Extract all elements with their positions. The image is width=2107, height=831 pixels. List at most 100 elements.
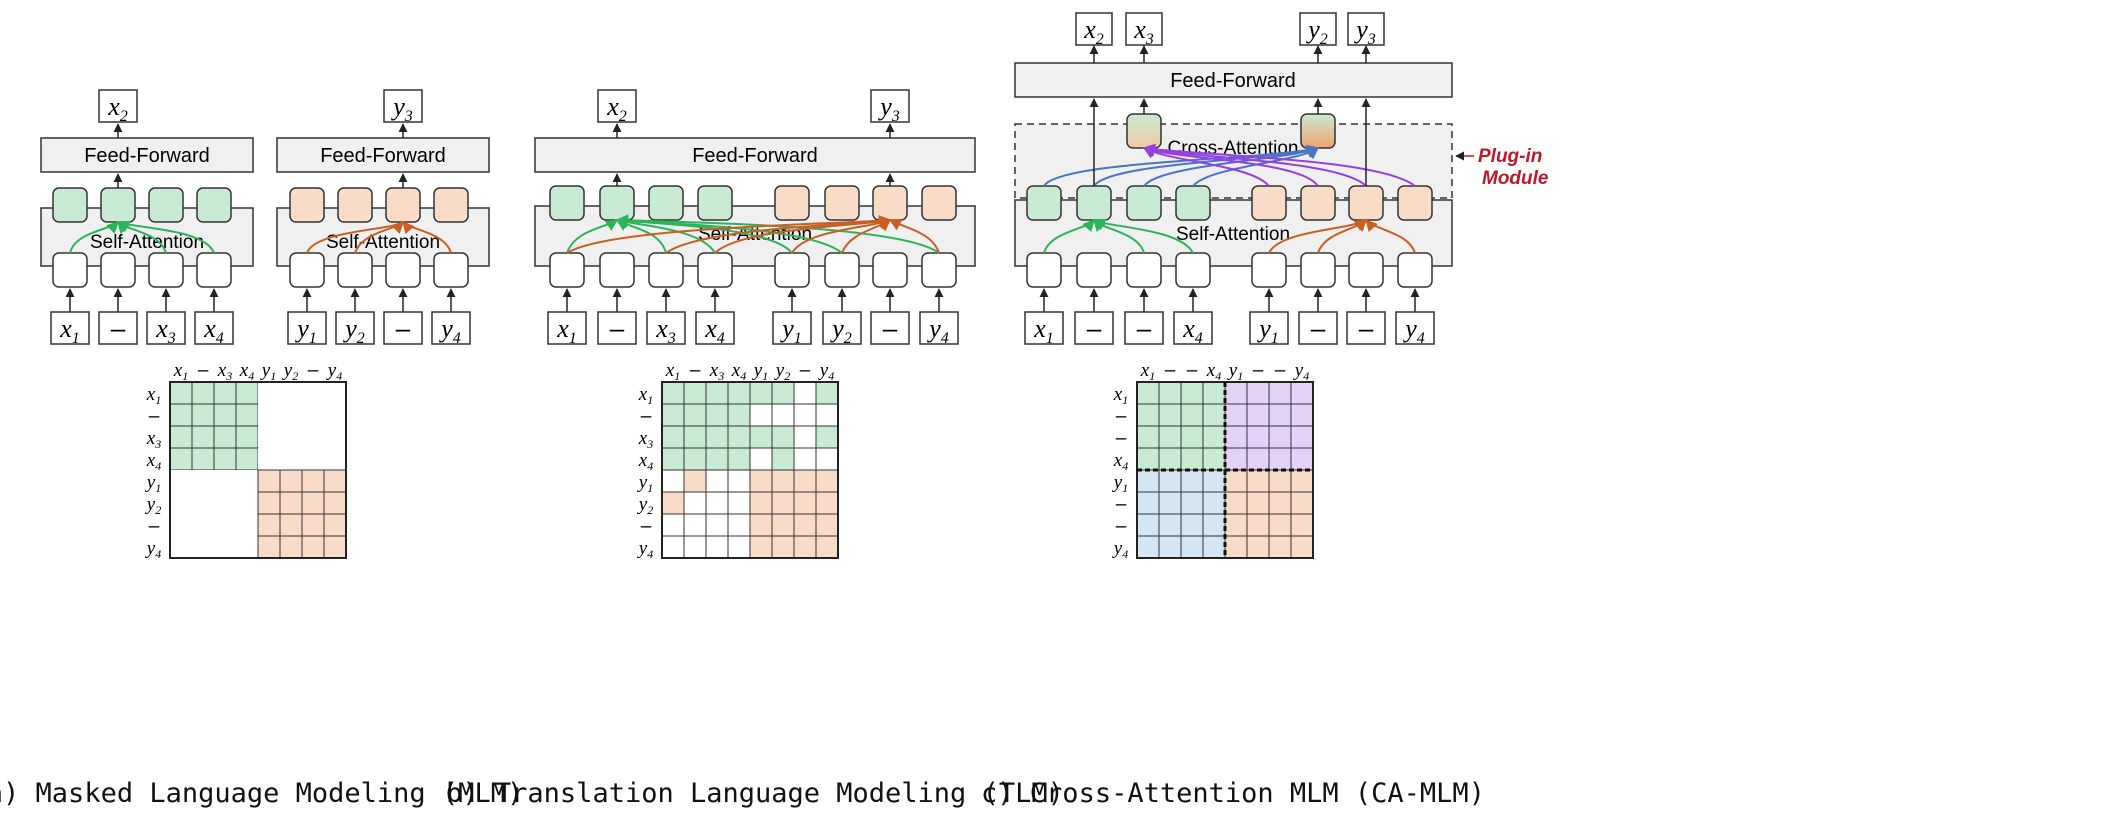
matrix-cell	[793, 491, 817, 515]
matrix-col-label: x1	[173, 360, 188, 383]
matrix-cell	[749, 535, 773, 559]
matrix-cell	[323, 491, 347, 515]
matrix-cell	[815, 491, 839, 515]
matrix-col-label: y1	[260, 360, 276, 383]
matrix-cell	[1180, 535, 1204, 559]
matrix-cell	[236, 514, 258, 536]
matrix-col-label: x3	[217, 360, 232, 383]
matrix-cell	[661, 425, 685, 449]
plugin-label: Module	[1482, 168, 1549, 189]
matrix-cell	[1202, 491, 1226, 515]
matrix-cell	[301, 513, 325, 537]
matrix-cell	[1268, 469, 1292, 493]
caption-ca-mlm: c) Cross-Attention MLM (CA-MLM)	[981, 778, 1485, 809]
matrix-cell	[323, 535, 347, 559]
matrix-row-label: y1	[1112, 472, 1128, 495]
matrix-cell	[236, 470, 258, 492]
plugin-label: Plug-in	[1478, 146, 1542, 167]
input-token: –	[111, 313, 126, 343]
matrix-row-label: y4	[1112, 538, 1128, 561]
matrix-col-label: –	[1275, 360, 1286, 381]
self-attention-label: Self-Attention	[326, 232, 440, 253]
matrix-cell	[1136, 469, 1160, 493]
matrix-cell	[192, 470, 214, 492]
matrix-cell	[1158, 381, 1182, 405]
matrix-col-label: y1	[752, 360, 768, 383]
matrix-row-label: x4	[1113, 450, 1128, 473]
matrix-cell	[324, 404, 346, 426]
matrix-row-label: x1	[638, 384, 653, 407]
matrix-cell	[1180, 513, 1204, 537]
matrix-cell	[1158, 535, 1182, 559]
matrix-row-label: x4	[638, 450, 653, 473]
caption-tlm: b) Translation Language Modeling (TLM)	[446, 778, 1064, 809]
matrix-cell	[683, 403, 707, 427]
matrix-cell	[236, 492, 258, 514]
matrix-cell	[258, 382, 280, 404]
matrix-cell	[279, 513, 303, 537]
hidden-node	[289, 187, 325, 223]
matrix-cell	[323, 513, 347, 537]
matrix-cell	[683, 381, 707, 405]
hidden-node	[100, 187, 136, 223]
matrix-cell	[324, 426, 346, 448]
matrix-cell	[214, 514, 236, 536]
matrix-cell	[793, 513, 817, 537]
matrix-cell	[1180, 381, 1204, 405]
matrix-cell	[815, 403, 839, 427]
cross-node-x	[1126, 113, 1162, 149]
matrix-cell	[1290, 425, 1314, 449]
matrix-cell	[1268, 403, 1292, 427]
matrix-cell	[1158, 469, 1182, 493]
matrix-row-label: –	[149, 516, 160, 537]
matrix-cell	[279, 469, 303, 493]
input-token-box	[597, 311, 637, 345]
matrix-cell	[771, 447, 795, 471]
feed-forward-box	[1014, 62, 1453, 98]
matrix-cell	[727, 381, 751, 405]
output-token-box	[1299, 12, 1337, 46]
input-token-box	[287, 311, 327, 345]
matrix-cell	[1180, 491, 1204, 515]
hidden-node	[385, 187, 421, 223]
matrix-cell	[192, 536, 214, 558]
matrix-cell	[302, 404, 324, 426]
matrix-cell	[793, 447, 817, 471]
hidden-node	[433, 187, 469, 223]
matrix-cell	[192, 514, 214, 536]
matrix-cell	[815, 425, 839, 449]
matrix-cell	[1202, 469, 1226, 493]
panel-tlm: Feed-Forward Self-Attention	[534, 89, 976, 347]
matrix-cell	[683, 469, 707, 493]
output-token-box	[597, 89, 637, 123]
matrix-cell	[1246, 535, 1270, 559]
hidden-node	[52, 187, 88, 223]
matrix-cell	[1224, 513, 1248, 537]
matrix-cell	[191, 447, 215, 471]
matrix-cell	[169, 381, 193, 405]
input-token-box	[646, 311, 686, 345]
matrix-cell	[302, 448, 324, 470]
input-token: –	[1087, 313, 1102, 343]
matrix-cell	[661, 381, 685, 405]
feed-forward-box	[276, 137, 490, 173]
matrix-cell	[1202, 381, 1226, 405]
matrix-cell	[683, 425, 707, 449]
matrix-cell	[213, 425, 237, 449]
matrix-cell	[793, 403, 817, 427]
matrix-cell	[214, 470, 236, 492]
input-token-box	[146, 311, 186, 345]
matrix-col-label: –	[1187, 360, 1198, 381]
matrix-cell	[213, 381, 237, 405]
output-token-box	[98, 89, 138, 123]
feed-forward-label: Feed-Forward	[692, 145, 818, 167]
matrix-cell	[661, 469, 685, 493]
matrix-cell	[1224, 425, 1248, 449]
matrix-cell	[235, 425, 259, 449]
matrix-cell	[235, 403, 259, 427]
matrix-cell	[727, 469, 751, 493]
